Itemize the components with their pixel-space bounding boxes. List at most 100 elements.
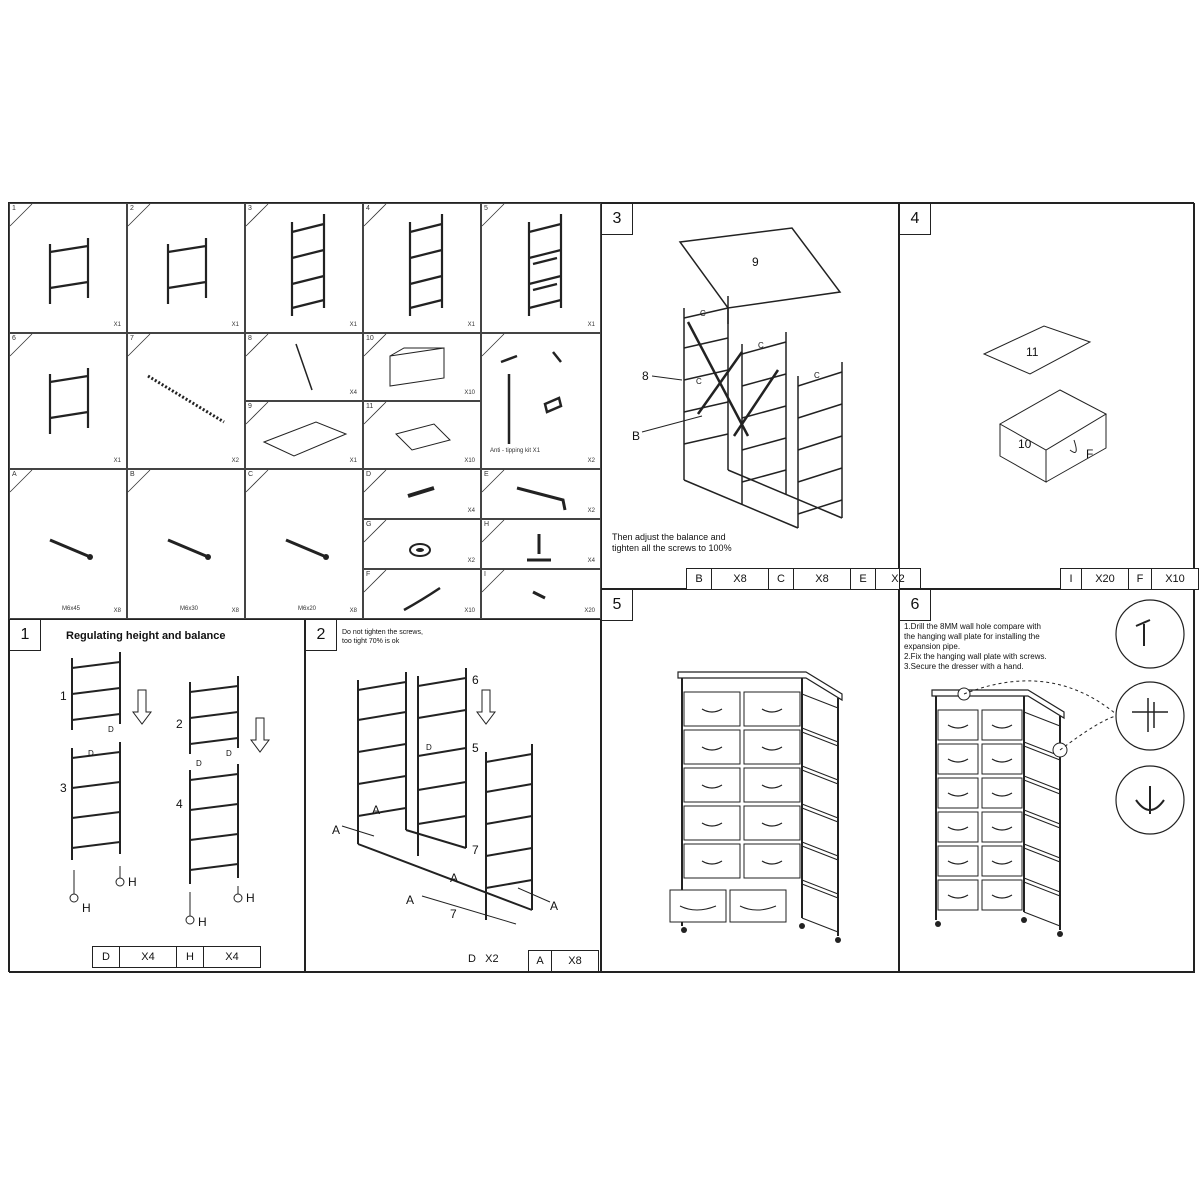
frame-label-2: 2 (176, 717, 183, 731)
bolt-label-a: A (450, 871, 458, 885)
corner-mark (363, 401, 387, 425)
wall-anchor-details (957, 599, 1185, 835)
part-quantity: X20 (584, 608, 595, 614)
part-number: 4 (366, 205, 370, 212)
legend-qty: X10 (1165, 573, 1185, 585)
corner-mark (127, 333, 151, 357)
part-icon (409, 543, 431, 557)
part-spec: M6x45 (62, 606, 81, 612)
part-quantity: X1 (113, 322, 121, 328)
part-number: 3 (248, 205, 252, 212)
note-line: 2.Fix the hanging wall plate with screws… (904, 652, 1047, 661)
part-number: F (366, 571, 371, 578)
legend-key: E (851, 569, 876, 589)
part-number: D (366, 471, 372, 478)
step-4-hardware-legend: I X20 F X10 (1060, 568, 1199, 590)
corner-mark (9, 203, 33, 227)
part-quantity: X2 (587, 508, 595, 514)
bolt-label-a: A (332, 823, 340, 837)
part-icon (500, 351, 563, 444)
note-line: too tight 70% is ok (342, 638, 400, 645)
note-line: 1.Drill the 8MM wall hole compare with (904, 622, 1041, 631)
bolt-label-c: C (758, 341, 764, 350)
part-label-11: 11 (1026, 345, 1039, 359)
corner-mark (363, 519, 387, 543)
part-quantity: X8 (349, 608, 357, 614)
corner-mark (9, 333, 33, 357)
step-5-panel: 5 (601, 589, 899, 973)
step-2-hardware-legend: A X8 (528, 950, 599, 972)
part-quantity: X1 (231, 322, 239, 328)
corner-mark (363, 469, 387, 493)
part-quantity: X10 (464, 458, 475, 464)
part-icon (395, 423, 451, 451)
legend-key: C (769, 569, 794, 589)
bolt-label-b: B (632, 429, 640, 443)
part-number: G (366, 521, 372, 528)
corner-mark (481, 569, 505, 593)
step-number: 6 (900, 590, 931, 621)
part-label-6: 6 (472, 673, 479, 687)
part-icon (147, 374, 225, 424)
corner-mark (363, 203, 387, 227)
corner-mark (245, 401, 269, 425)
corner-mark (127, 469, 151, 493)
part-icon (403, 586, 441, 612)
bolt-label-c: C (700, 309, 706, 318)
note-line: 3.Secure the dresser with a hand. (904, 662, 1024, 671)
step-4-diagram: 11 10 F (982, 325, 1108, 483)
corner-mark (245, 203, 269, 227)
legend-key: D (468, 953, 476, 965)
step-2-legend-text: D X2 (468, 954, 499, 965)
foot-label-h: H (82, 901, 91, 915)
corner-mark (481, 333, 505, 357)
part-number: 8 (248, 335, 252, 342)
part-icon (407, 486, 435, 498)
step-4-panel: 4 11 10 F I X20 F X10 (899, 203, 1199, 590)
legend-qty: X2 (485, 953, 499, 965)
step-title: Regulating height and balance (66, 630, 226, 642)
legend-key: A (529, 951, 552, 971)
part-quantity: X1 (349, 322, 357, 328)
step-3-hardware-legend: B X8 C X8 E X2 (686, 568, 921, 590)
legend-qty: X8 (794, 569, 851, 589)
legend-qty: X4 (225, 951, 239, 963)
part-number: A (12, 471, 17, 478)
foot-label-h: H (198, 915, 207, 929)
note-line: expansion pipe. (904, 642, 961, 651)
part-icon (527, 214, 563, 316)
legend-qty: X20 (1082, 569, 1129, 589)
part-number: 9 (248, 403, 252, 410)
legend-qty: X4 (120, 947, 177, 967)
part-number: 2 (130, 205, 134, 212)
part-label-7: 7 (472, 843, 479, 857)
corner-mark (363, 333, 387, 357)
bolt-label-d: D (196, 759, 202, 768)
corner-mark (9, 469, 33, 493)
foot-label-h: H (128, 875, 137, 889)
step-1-diagram: 1 2 3 4 D D D D H H H H (60, 652, 270, 929)
frame-label-4: 4 (176, 797, 183, 811)
step-2-note: Do not tighten the screws, too tight 70%… (342, 628, 423, 646)
step-number: 4 (900, 204, 931, 235)
part-quantity: X10 (464, 608, 475, 614)
step-1-hardware-legend: D X4 H X4 (92, 946, 261, 968)
bolt-label-a: A (550, 899, 558, 913)
part-cell-pF: F X10 (363, 569, 481, 619)
legend-key: I (1061, 569, 1082, 589)
part-label-8: 8 (642, 369, 649, 383)
legend-qty: X8 (568, 955, 582, 967)
step-3-diagram: 9 8 B C C C C (632, 227, 843, 529)
